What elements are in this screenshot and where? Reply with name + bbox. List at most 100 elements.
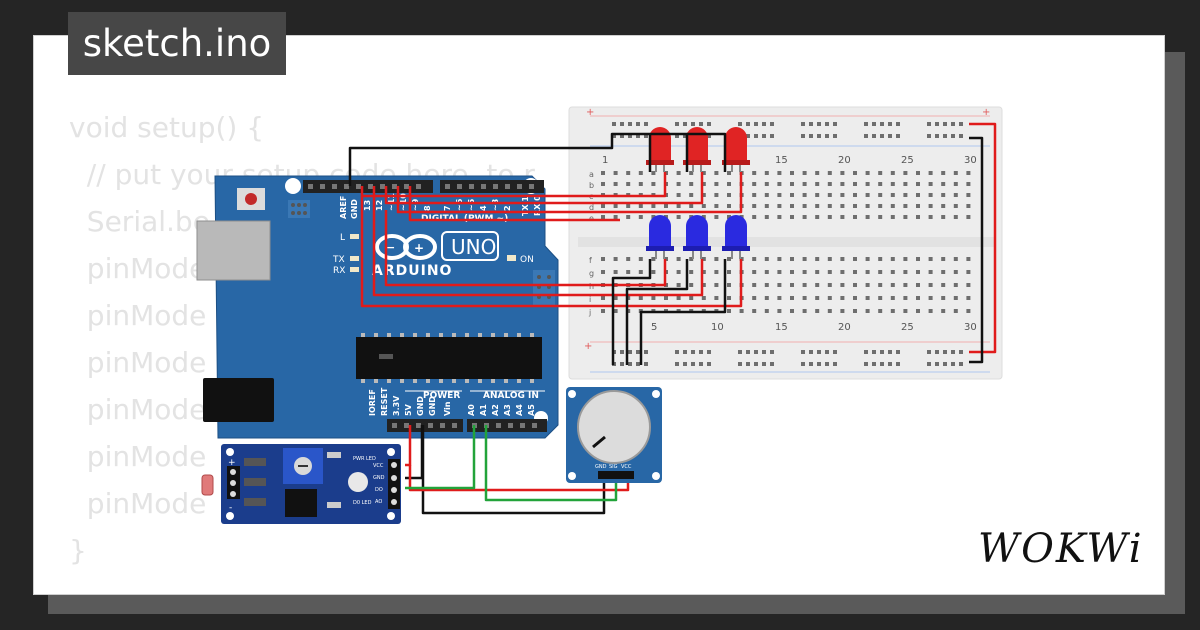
rail-hole (746, 350, 750, 354)
led-blue[interactable] (646, 215, 674, 259)
breadboard-hole (840, 296, 845, 300)
led-blue[interactable] (722, 215, 750, 259)
breadboard-hole (802, 171, 807, 175)
breadboard-hole (790, 257, 794, 261)
rail-hole (770, 362, 774, 366)
file-tab[interactable]: sketch.ino (68, 12, 286, 75)
breadboard-hole (853, 171, 857, 175)
column-number: 20 (838, 322, 851, 333)
breadboard-hole (777, 257, 782, 261)
rail-hole (620, 134, 624, 138)
rail-hole (833, 350, 837, 354)
pin-label: ~6 (455, 198, 464, 211)
breadboard-hole (626, 270, 631, 274)
breadboard-hole (777, 309, 782, 313)
breadboard-hole (651, 296, 656, 300)
led-blue[interactable] (683, 215, 711, 259)
breadboard-hole (815, 171, 820, 175)
breadboard-hole (613, 182, 618, 186)
rail-hole (644, 362, 648, 366)
breadboard-hole (878, 193, 883, 197)
plus-label: + (584, 341, 592, 352)
breadboard-hole (941, 296, 946, 300)
knob-dial-icon[interactable] (577, 390, 651, 464)
rail-hole (935, 350, 939, 354)
reset-button[interactable] (245, 193, 257, 205)
breadboard-hole (865, 257, 870, 261)
breadboard-hole (865, 204, 870, 208)
breadboard-hole (941, 215, 946, 219)
rail-hole (880, 362, 884, 366)
rail-hole (644, 350, 648, 354)
breadboard-hole (727, 257, 731, 261)
rail-hole (927, 362, 931, 366)
breadboard-hole (764, 204, 769, 208)
breadboard-hole (764, 182, 769, 186)
breadboard-hole (790, 309, 794, 313)
arduino-infinity-icon (375, 234, 437, 260)
pin-label: A0 (467, 404, 476, 416)
led-red[interactable] (722, 127, 750, 172)
rail-hole (809, 350, 813, 354)
plus-label: + (982, 107, 990, 118)
led-red[interactable] (646, 127, 674, 172)
rail-hole (872, 362, 876, 366)
on-label: ON (520, 255, 534, 265)
column-number: 5 (651, 322, 657, 333)
breadboard-hole (878, 257, 883, 261)
potentiometer-module[interactable]: GND SIG VCC (566, 387, 662, 483)
breadboard-hole (815, 204, 820, 208)
breadboard-hole (727, 182, 731, 186)
breadboard-hole (764, 296, 769, 300)
photoresistor (201, 474, 214, 496)
power-header (387, 419, 463, 432)
breadboard-hole (739, 309, 744, 313)
column-number: 30 (964, 322, 977, 333)
breadboard-hole (676, 215, 681, 219)
breadboard-hole (689, 296, 694, 300)
breadboard-hole (752, 215, 757, 219)
ldr-sensor-module[interactable]: + - PWR LED D0 LED VCC GND DO AO (201, 444, 401, 524)
breadboard-hole (815, 270, 820, 274)
breadboard-hole (916, 283, 920, 287)
rail-hole (888, 362, 892, 366)
breadboard-hole (777, 296, 782, 300)
rail-hole (943, 122, 947, 126)
pin-label: A1 (479, 404, 488, 416)
rail-hole (683, 134, 687, 138)
breadboard-hole (701, 283, 706, 287)
row-letter: i (589, 295, 591, 304)
breadboard-hole (815, 215, 820, 219)
rail-hole (959, 362, 963, 366)
arduino-brand: ARDUINO (372, 263, 452, 279)
breadboard-hole (651, 182, 656, 186)
breadboard-hole (752, 309, 757, 313)
breadboard-hole (676, 171, 681, 175)
breadboard-hole (890, 283, 895, 287)
rail-hole (872, 350, 876, 354)
rail-hole (801, 134, 805, 138)
breadboard-hole (701, 171, 706, 175)
breadboard-hole (941, 283, 946, 287)
wires (348, 122, 997, 515)
rail-hole (675, 134, 679, 138)
breadboard-hole (601, 204, 605, 208)
breadboard-hole (941, 204, 946, 208)
breadboard-hole (815, 193, 820, 197)
rail-hole (612, 134, 616, 138)
breadboard-hole (777, 270, 782, 274)
rail-hole (620, 122, 624, 126)
breadboard-hole (714, 257, 719, 261)
rail-hole (636, 134, 640, 138)
ldr-pin-label: DO (375, 487, 383, 493)
breadboard-hole (853, 296, 857, 300)
rail-hole (817, 362, 821, 366)
breadboard-hole (966, 193, 971, 197)
breadboard-hole (613, 215, 618, 219)
breadboard-hole (727, 204, 731, 208)
breadboard-hole (764, 257, 769, 261)
rail-hole (801, 362, 805, 366)
breadboard-hole (790, 215, 794, 219)
rail-hole (959, 122, 963, 126)
led-red[interactable] (683, 127, 711, 172)
